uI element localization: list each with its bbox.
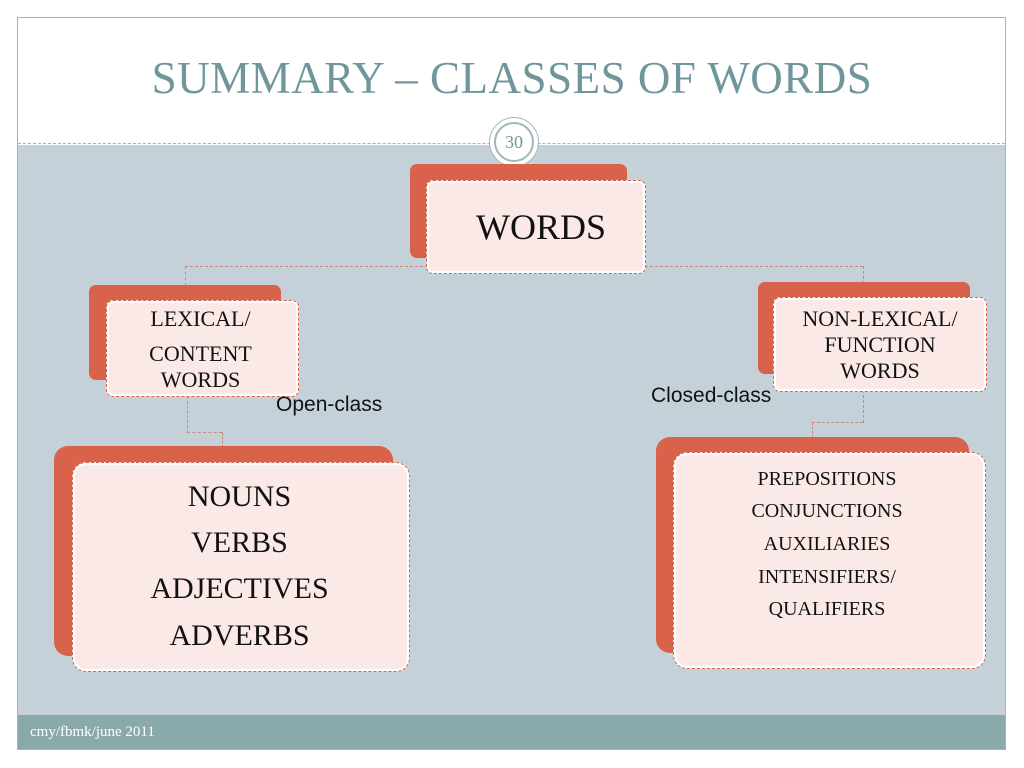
page-number-badge: 30 — [489, 117, 539, 167]
lexical-line3: WORDS — [160, 367, 241, 392]
connector-lexical-to-open — [222, 432, 223, 448]
open-class-node-front: NOUNS VERBS ADJECTIVES ADVERBS — [72, 462, 410, 672]
connector-lexical-jog — [187, 432, 222, 433]
connector-nonlexical-down — [863, 390, 864, 423]
page-number: 30 — [494, 122, 534, 162]
lexical-line1: LEXICAL/ — [150, 306, 251, 331]
open-item-nouns: NOUNS — [187, 480, 292, 513]
slide-frame — [17, 17, 1006, 750]
closed-item-prepositions: PREPOSITIONS — [757, 468, 897, 490]
non-lexical-line1: NON-LEXICAL/ — [802, 306, 958, 331]
open-item-adjectives: ADJECTIVES — [150, 572, 329, 605]
closed-item-qualifiers: QUALIFIERS — [768, 598, 886, 620]
lexical-line2: CONTENT — [149, 341, 252, 366]
footer-bar — [18, 715, 1005, 749]
closed-item-conjunctions: CONJUNCTIONS — [751, 500, 903, 522]
open-item-verbs: VERBS — [191, 526, 288, 559]
connector-lexical-down — [187, 396, 188, 433]
non-lexical-line2: FUNCTION — [824, 332, 936, 357]
words-node-front: WORDS — [426, 180, 646, 274]
connector-nonlexical-to-closed — [812, 422, 813, 438]
non-lexical-line3: WORDS — [840, 358, 920, 383]
non-lexical-node-front: NON-LEXICAL/ FUNCTION WORDS — [773, 297, 987, 392]
slide-title: SUMMARY – CLASSES OF WORDS — [151, 53, 873, 103]
words-label: WORDS — [475, 207, 606, 247]
open-item-adverbs: ADVERBS — [169, 619, 310, 652]
footer-text: cmy/fbmk/june 2011 — [30, 724, 155, 740]
connector-right-drop — [863, 266, 864, 284]
connector-left-drop — [185, 266, 186, 286]
closed-item-auxiliaries: AUXILIARIES — [763, 533, 891, 555]
closed-class-node-front: PREPOSITIONS CONJUNCTIONS AUXILIARIES IN… — [673, 452, 986, 669]
connector-nonlexical-jog — [812, 422, 863, 423]
open-class-label: Open-class — [276, 393, 383, 416]
closed-class-label: Closed-class — [651, 384, 772, 407]
lexical-node-front: LEXICAL/ CONTENT WORDS — [106, 300, 299, 397]
closed-item-intensifiers: INTENSIFIERS/ — [758, 566, 896, 588]
